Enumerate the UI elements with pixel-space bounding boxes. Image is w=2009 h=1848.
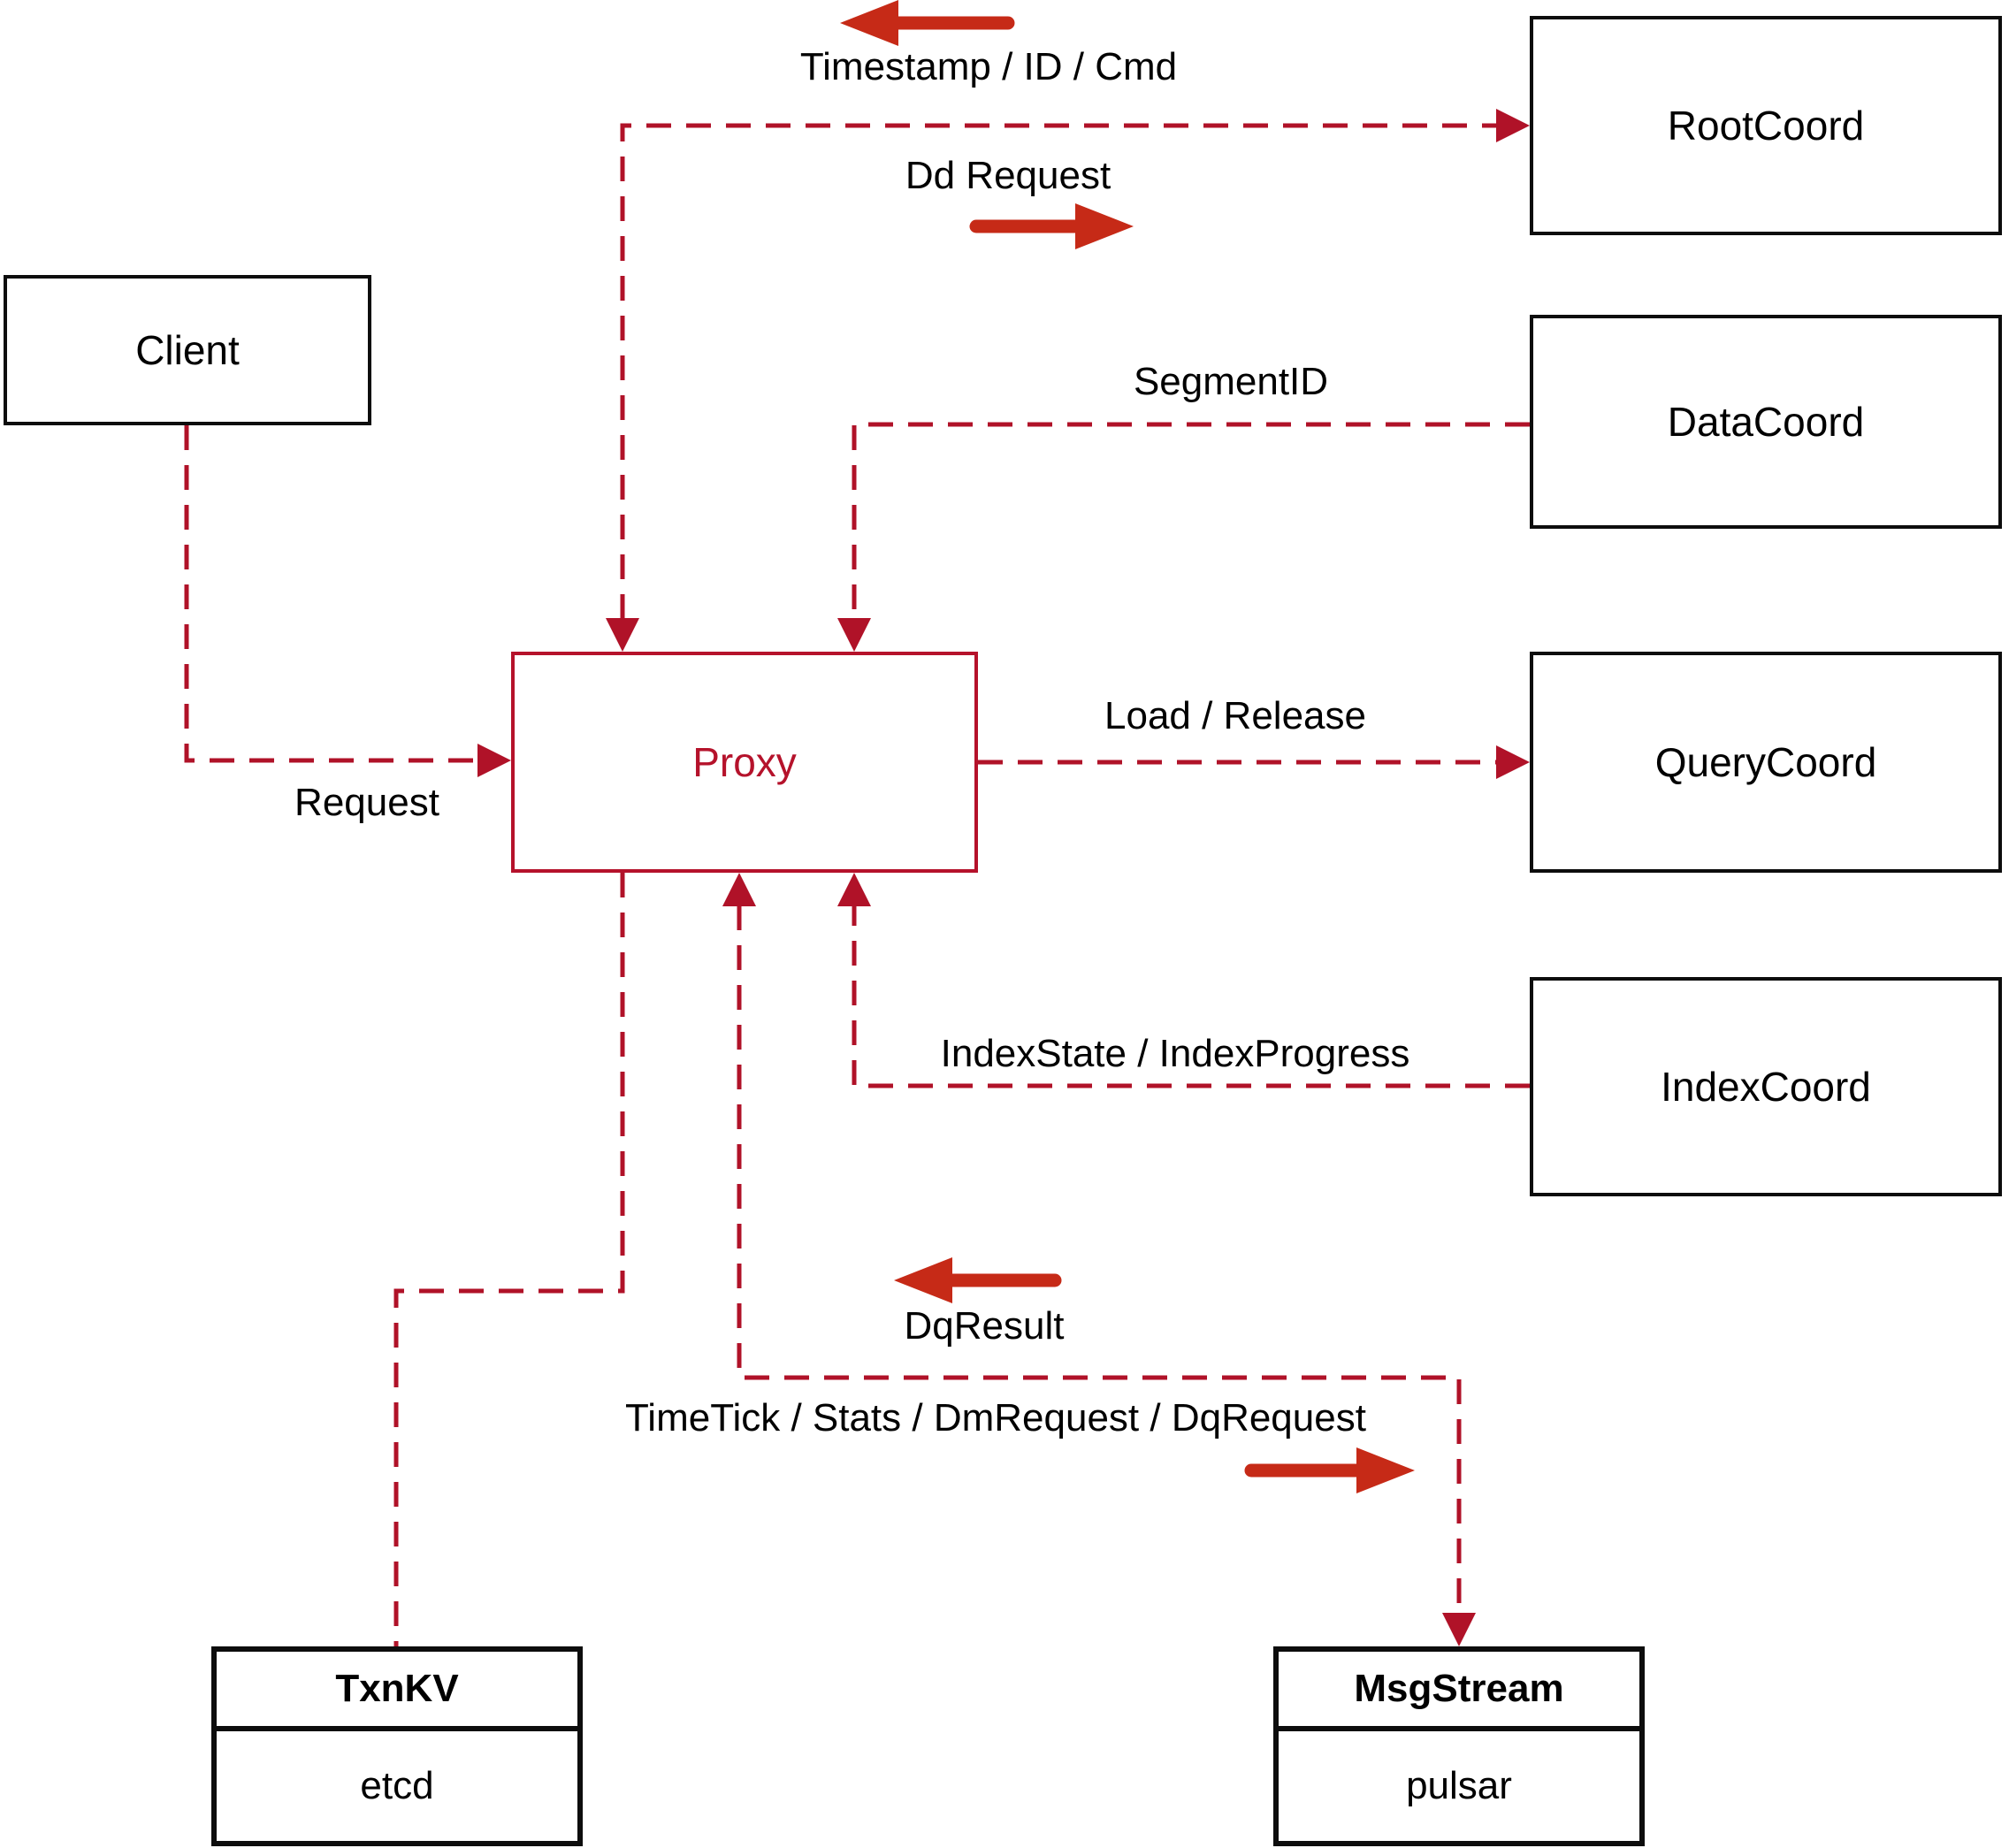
- node-proxy-label: Proxy: [692, 739, 797, 785]
- node-rootcoord-label: RootCoord: [1667, 103, 1865, 149]
- dqresult-direction-left-arrow-icon: [894, 1257, 1062, 1303]
- node-datacoord-label: DataCoord: [1667, 399, 1865, 445]
- edge-proxy-msgstream-line: [737, 905, 1462, 1613]
- node-querycoord: QueryCoord: [1530, 652, 2002, 873]
- arrowhead-into-proxy-bottom-right-icon: [837, 873, 871, 906]
- edge-label-request: Request: [294, 781, 439, 824]
- node-datacoord: DataCoord: [1530, 315, 2002, 529]
- edge-label-dd-request: Dd Request: [905, 154, 1111, 197]
- dd-request-direction-right-arrow-icon: [969, 203, 1134, 249]
- edge-label-segmentid: SegmentID: [1133, 360, 1329, 403]
- node-msgstream-title: MsgStream: [1279, 1652, 1639, 1731]
- node-indexcoord-label: IndexCoord: [1661, 1064, 1871, 1110]
- node-txnkv-impl: etcd: [360, 1764, 434, 1807]
- node-client: Client: [4, 275, 371, 425]
- edge-label-timestamp-id-cmd: Timestamp / ID / Cmd: [799, 45, 1178, 88]
- node-proxy: Proxy: [511, 652, 978, 873]
- node-txnkv: TxnKV etcd: [211, 1646, 583, 1846]
- edge-proxy-txnkv-line: [393, 873, 625, 1646]
- arrowhead-into-proxy-left-icon: [477, 744, 511, 777]
- node-querycoord-label: QueryCoord: [1654, 739, 1877, 785]
- arrowhead-into-msgstream-icon: [1442, 1613, 1476, 1646]
- timestamp-direction-left-arrow-icon: [840, 0, 1015, 46]
- edge-proxy-rootcoord-line: [620, 123, 1496, 619]
- arrowhead-into-proxy-top-left-icon: [606, 618, 639, 652]
- edge-label-timetick-stats-dmrequest-dqrequest: TimeTick / Stats / DmRequest / DqRequest: [625, 1396, 1366, 1439]
- edge-label-load-release: Load / Release: [1104, 694, 1366, 737]
- timetick-direction-right-arrow-icon: [1244, 1447, 1415, 1493]
- arrowhead-into-querycoord-icon: [1496, 745, 1530, 779]
- node-msgstream-impl: pulsar: [1406, 1764, 1512, 1807]
- arrowhead-into-proxy-top-right-icon: [837, 618, 871, 652]
- node-txnkv-title: TxnKV: [217, 1652, 577, 1731]
- edge-client-proxy-line: [184, 425, 481, 763]
- edge-datacoord-proxy-line: [852, 422, 1530, 619]
- edge-label-indexstate-indexprogress: IndexState / IndexProgress: [940, 1032, 1410, 1075]
- edge-indexcoord-proxy-line: [852, 905, 1530, 1088]
- node-indexcoord: IndexCoord: [1530, 977, 2002, 1196]
- node-rootcoord: RootCoord: [1530, 16, 2002, 235]
- node-client-label: Client: [135, 327, 240, 373]
- node-msgstream: MsgStream pulsar: [1273, 1646, 1645, 1846]
- arrowhead-into-rootcoord-icon: [1496, 109, 1530, 142]
- edge-label-dqresult: DqResult: [904, 1304, 1065, 1348]
- arrowhead-into-proxy-bottom-left-icon: [722, 873, 756, 906]
